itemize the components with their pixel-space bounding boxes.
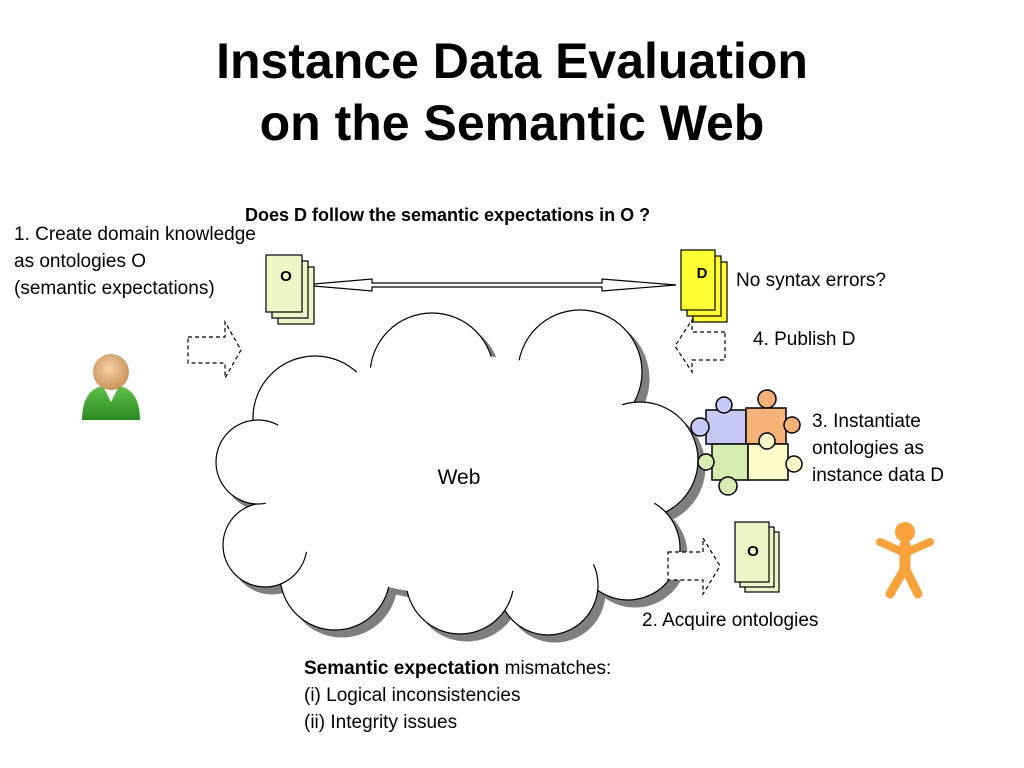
syntax-question: No syntax errors?: [736, 270, 886, 291]
step-3-text: 3. Instantiate ontologies as instance da…: [812, 408, 944, 489]
step-1-line-2: as ontologies O: [14, 251, 147, 272]
step-3-line-2: ontologies as: [812, 438, 924, 459]
doc-o-bottom-label: O: [747, 543, 759, 560]
step-1-line-1: 1. Create domain knowledge: [14, 224, 256, 245]
acquired-ontology-document-icon: O: [734, 521, 780, 593]
person-icon: [82, 354, 140, 420]
step-3-line-3: instance data D: [812, 465, 945, 486]
mismatch-rest: mismatches:: [499, 658, 612, 679]
ontology-document-icon: O: [265, 254, 315, 325]
mismatch-line-1: Semantic expectation mismatches:: [304, 655, 611, 682]
instance-document-icon: D: [680, 249, 728, 323]
stick-figure-icon: [876, 522, 934, 599]
mismatch-line-3: (ii) Integrity issues: [304, 712, 458, 733]
step-4-text: 4. Publish D: [753, 329, 856, 350]
step-3-line-1: 3. Instantiate: [812, 411, 921, 432]
step-1-line-3: (semantic expectations): [14, 278, 215, 299]
doc-o-label: O: [280, 268, 292, 285]
web-label: Web: [438, 466, 481, 489]
title-line-1: Instance Data Evaluation: [216, 33, 808, 89]
step-1-text: 1. Create domain knowledge as ontologies…: [14, 221, 256, 302]
acquire-flow-arrow-icon: [667, 535, 721, 597]
title-line-2: on the Semantic Web: [259, 95, 765, 151]
double-arrow-icon: [301, 278, 677, 292]
create-flow-arrow-icon: [187, 319, 242, 381]
mismatch-line-2: (i) Logical inconsistencies: [304, 685, 521, 706]
step-2-text: 2. Acquire ontologies: [642, 610, 819, 631]
semantic-question: Does D follow the semantic expectations …: [245, 205, 651, 225]
slide-title: Instance Data Evaluation on the Semantic…: [0, 30, 1024, 154]
puzzle-pieces-icon: [690, 389, 803, 496]
mismatch-bold: Semantic expectation: [304, 658, 500, 679]
web-cloud-icon: Web: [215, 309, 706, 643]
doc-d-label: D: [697, 265, 708, 282]
publish-flow-arrow-icon: [674, 317, 726, 375]
mismatch-text: Semantic expectation mismatches: (i) Log…: [304, 655, 611, 736]
